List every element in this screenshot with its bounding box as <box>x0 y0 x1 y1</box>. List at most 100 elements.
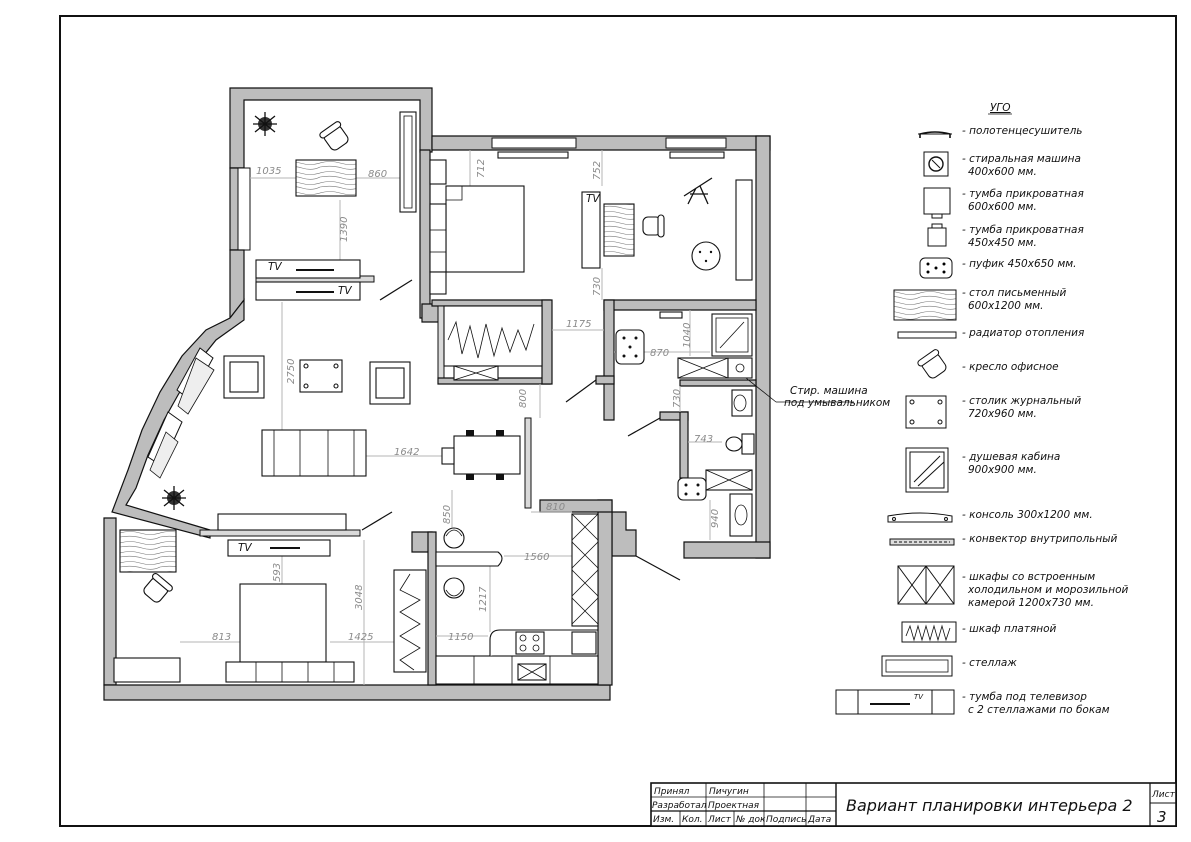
drawing-title: Вариант планировки интерьера 2 <box>846 796 1133 815</box>
washing-machine <box>727 357 753 379</box>
wardrobe <box>443 305 543 367</box>
sofa <box>261 429 367 477</box>
tv-console <box>581 191 601 269</box>
shower-cabin-icon <box>905 447 949 493</box>
header-doc: № док <box>735 815 766 825</box>
title-block: Принял Пичугин Разработал Проектная Изм.… <box>650 782 1177 827</box>
dining-table <box>453 435 521 475</box>
tv-label: TV <box>338 285 352 297</box>
dim-1175: 1175 <box>566 319 591 330</box>
legend-item-label: - кресло офисное <box>962 361 1059 373</box>
shelving-icon <box>881 655 953 677</box>
header-qty: Кол. <box>682 815 703 825</box>
interior-walls <box>199 149 757 686</box>
wardrobe <box>393 569 427 673</box>
fridge-cabinets <box>571 513 599 627</box>
washer-note-line-2: под умывальником <box>784 397 890 409</box>
legend-item-label: - стеллаж <box>962 657 1017 669</box>
writing-desk-icon <box>893 289 957 321</box>
radiator-icon <box>897 331 957 339</box>
dim-860: 860 <box>368 169 387 180</box>
door-swings <box>361 279 681 581</box>
developed-label: Разработал <box>652 801 707 811</box>
bed <box>239 583 327 663</box>
plant-icon <box>162 486 186 510</box>
dim-870: 870 <box>650 348 669 359</box>
dim-1150: 1150 <box>448 632 473 643</box>
dimension-lines <box>180 150 722 685</box>
armchair <box>223 355 265 399</box>
dim-593: 593 <box>272 563 283 582</box>
pouf <box>691 241 721 271</box>
tv-label: TV <box>586 193 600 205</box>
dim-712: 712 <box>476 159 487 178</box>
dim-850: 850 <box>442 505 453 524</box>
legend-item-label: - пуфик 450x650 мм. <box>962 258 1077 270</box>
writing-desk <box>119 529 177 573</box>
legend-item-label: - полотенцесушитель <box>962 125 1083 137</box>
sheet-number: 3 <box>1157 808 1167 826</box>
svg-text:TV: TV <box>914 693 924 701</box>
armchair <box>369 361 411 405</box>
dim-810: 810 <box>546 502 565 513</box>
sheet-label: Лист <box>1151 790 1176 800</box>
office-chair-icon <box>319 121 349 151</box>
washer-note-line-1: Стир. машина <box>790 385 868 397</box>
dim-1642: 1642 <box>394 447 419 458</box>
legend-item-label: - радиатор отопления <box>962 327 1084 339</box>
writing-desk <box>603 203 635 257</box>
dim-743: 743 <box>694 434 713 445</box>
dim-800: 800 <box>518 389 529 408</box>
dim-1560: 1560 <box>524 552 549 563</box>
legend-item-label: - конвектор внутрипольный <box>962 533 1118 545</box>
dim-940: 940 <box>710 509 721 528</box>
coffee-table-icon <box>905 395 947 429</box>
office-chair-icon <box>917 349 947 379</box>
legend-title: УГО <box>990 102 1011 114</box>
header-date: Дата <box>807 815 831 825</box>
plant-icon <box>253 112 277 136</box>
shelving <box>113 657 181 683</box>
dimension-labels: 1035 860 1390 712 752 730 1175 1040 870 … <box>212 159 721 643</box>
dim-813: 813 <box>212 632 231 643</box>
pouf-icon <box>919 257 953 279</box>
header-sheet: Лист <box>707 815 732 825</box>
tv-label: TV <box>238 542 252 554</box>
dim-1390: 1390 <box>339 217 350 242</box>
kitchen-counter <box>435 551 503 567</box>
legend: УГО TV - полотенцесушитель - стиральная м… <box>835 102 1128 716</box>
dim-1035: 1035 <box>256 166 281 177</box>
dim-3048: 3048 <box>354 585 365 610</box>
washing-machine-icon <box>923 151 949 177</box>
headboard <box>429 203 447 273</box>
approved-name: Пичугин <box>709 787 749 797</box>
bed <box>445 185 525 273</box>
bedside-table-small-icon <box>927 223 947 247</box>
header-change: Изм. <box>653 815 674 825</box>
tv-stand-icon: TV <box>835 689 955 715</box>
wardrobe-icon <box>901 621 957 643</box>
pouf <box>677 477 707 501</box>
dim-1425: 1425 <box>348 632 373 643</box>
bedside-table-large-icon <box>923 187 951 219</box>
dim-730b: 730 <box>672 389 683 408</box>
dim-1217: 1217 <box>478 586 489 612</box>
dim-730: 730 <box>592 277 603 296</box>
console <box>217 513 347 531</box>
shelving <box>735 179 753 281</box>
shelving <box>399 111 417 213</box>
sheet-frame <box>59 15 1177 827</box>
console-icon <box>887 512 953 523</box>
dim-2750: 2750 <box>286 359 297 384</box>
approved-label: Принял <box>654 787 690 797</box>
dim-752: 752 <box>592 161 603 180</box>
